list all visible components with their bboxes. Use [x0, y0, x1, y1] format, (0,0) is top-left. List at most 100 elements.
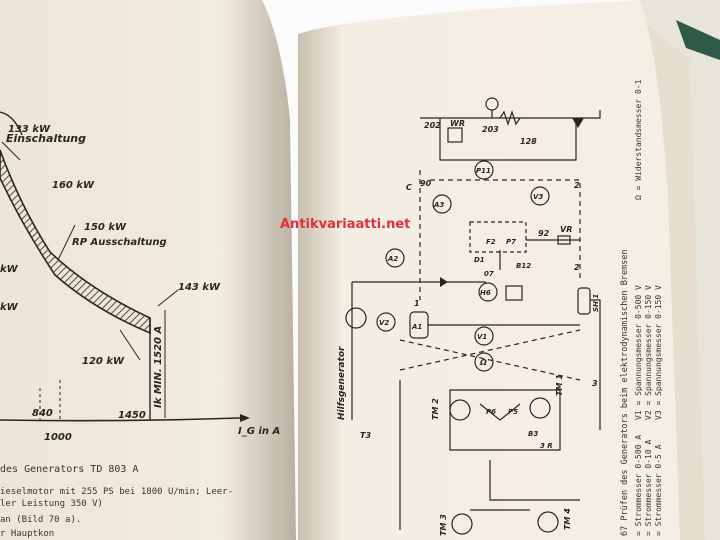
pointer-143kw	[157, 289, 179, 307]
meter-h6	[478, 282, 498, 302]
dl-wr: WR	[450, 119, 465, 128]
legend-a-3: = Strommesser 0-5 A	[654, 444, 663, 536]
legend-v-1: V1 = Spannungsmesser 0-500 V	[634, 285, 643, 420]
left-text-line-4: r Hauptkon	[0, 529, 54, 539]
motor-tm2	[449, 399, 471, 421]
dl-v2: V2	[379, 319, 389, 327]
relay-block	[505, 285, 523, 301]
meter-v2	[376, 312, 396, 332]
left-page-text: des Generators TD 803 A ieselmotor mit 2…	[0, 464, 233, 539]
dl-t3: T3	[360, 431, 371, 440]
circuit-diagram	[345, 97, 601, 535]
power-curve-graph: 133 kW Einschaltung 160 kW 150 kW RP Aus…	[0, 111, 280, 443]
legend-a-1: = Strommesser 0-500 A	[634, 435, 643, 536]
label-1000: 1000	[44, 432, 72, 443]
dl-07: 07	[484, 270, 494, 278]
label-einschaltung: Einschaltung	[6, 132, 86, 145]
dl-p11: P11	[476, 167, 491, 175]
meter-a3	[432, 194, 452, 214]
resistor-vr	[557, 235, 571, 245]
dl-3: 3	[592, 379, 598, 388]
dl-203: 203	[482, 125, 499, 134]
dl-p6: P6	[486, 408, 496, 416]
motor-tm3	[451, 513, 473, 535]
label-150kw: 150 kW	[84, 222, 127, 233]
dl-sh1: SH 1	[592, 294, 600, 312]
traction-box-upper	[449, 389, 561, 451]
meter-omega	[474, 352, 494, 372]
left-caption: des Generators TD 803 A	[0, 464, 138, 475]
diode	[440, 277, 448, 287]
label-kw-b: kW	[0, 302, 19, 313]
dl-128: 128	[520, 137, 537, 146]
dl-tm2: TM 2	[431, 398, 440, 420]
dl-p7: P7	[506, 238, 516, 246]
figure-caption: 67 Prüfen des Generators beim elektrodyn…	[620, 249, 630, 536]
label-840: 840	[32, 408, 53, 419]
dl-hilfsgenerator: Hilfsgenerator	[337, 346, 347, 420]
wire-lower	[489, 460, 580, 501]
pointer-rp	[57, 224, 76, 261]
diagram-labels: 202 WR 203 128 P11 C 90 2 V3 A3 92 VR D1…	[337, 119, 600, 536]
legend-omega: Ω = Widerstandsmesser 0-1	[634, 79, 643, 200]
left-text-line-3: an (Bild 70 a).	[0, 515, 81, 525]
pointer-120kw	[119, 329, 141, 361]
label-1450: 1450	[118, 410, 146, 421]
wire-dashed-diag-2	[399, 329, 581, 371]
label-133kw: 133 kW	[8, 124, 51, 135]
wire-top	[420, 110, 601, 119]
wire-dashed-right	[430, 179, 581, 280]
label-120kw: 120 kW	[82, 356, 125, 367]
meter-p11	[474, 160, 494, 180]
dl-tm1: TM 1	[555, 374, 564, 396]
x-axis-arrow	[240, 414, 250, 422]
motor-tm4	[537, 511, 559, 533]
dl-omega: Ω	[479, 358, 487, 367]
motor-tm1	[529, 397, 551, 419]
right-page	[298, 0, 680, 540]
block-f2	[469, 221, 527, 253]
legend-a-2: = Strommesser 0-10 A	[644, 439, 653, 536]
left-page	[0, 0, 296, 540]
ground-symbol	[572, 118, 584, 128]
label-rp-ausschaltung: RP Ausschaltung	[72, 237, 167, 248]
dl-a1: A1	[411, 323, 422, 331]
label-axis-x: I_G in A	[238, 426, 280, 437]
curve-upper	[0, 111, 23, 136]
dl-1: 1	[414, 299, 420, 308]
dl-vr: VR	[560, 225, 572, 234]
wire-p6	[479, 403, 521, 421]
resistor-wr	[447, 127, 463, 143]
legend-v-2: V2 = Spannungsmesser 0-150 V	[644, 285, 653, 420]
left-text-line-1: ieselmotor mit 255 PS bei 1800 U/min; Le…	[0, 487, 233, 497]
x-axis	[0, 417, 241, 422]
left-text-line-2: ler Leistung 350 V)	[0, 499, 103, 509]
wire-right-vertical	[590, 299, 601, 430]
dl-202: 202	[424, 121, 441, 130]
dl-3r: 3 R	[540, 442, 553, 450]
wire-loop-top	[439, 118, 577, 161]
meter-a2	[385, 248, 405, 268]
wire-dashed-diag-1	[399, 339, 581, 381]
dl-b12: B12	[516, 262, 531, 270]
shunt-sh1	[577, 287, 591, 315]
pointer-einschaltung	[1, 141, 21, 161]
label-160kw: 160 kW	[52, 180, 95, 191]
meter-v1	[474, 326, 494, 346]
dl-2: 2	[574, 181, 580, 190]
dl-v3: V3	[533, 193, 543, 201]
dl-90: 90	[420, 179, 432, 188]
dl-p5: P5	[508, 408, 518, 416]
dl-tm4: TM 4	[563, 508, 572, 530]
dl-h6: H6	[480, 289, 491, 297]
dl-tm3: TM 3	[439, 514, 448, 536]
right-page-caption: 67 Prüfen des Generators beim elektrodyn…	[620, 79, 663, 536]
legend-v-3: V3 = Spannungsmesser 0-150 V	[654, 285, 663, 420]
dl-92: 92	[538, 229, 550, 238]
cover-green-strip	[676, 20, 720, 60]
dl-f2: F2	[486, 238, 496, 246]
resistor-top	[499, 110, 521, 126]
hilfsgenerator-symbol	[345, 307, 367, 329]
dl-v1: V1	[477, 333, 487, 341]
